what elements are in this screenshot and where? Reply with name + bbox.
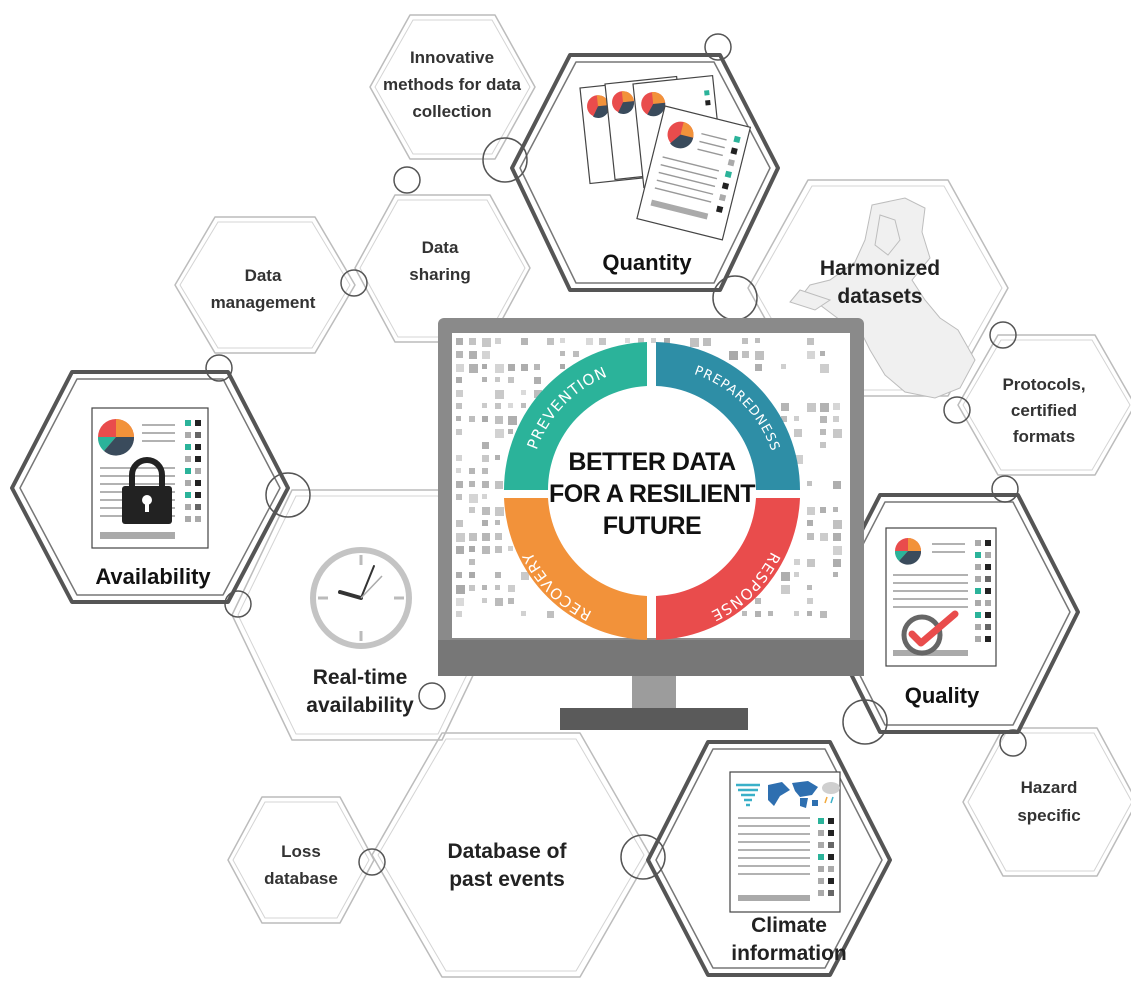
label-protocols-2: certified [1011,401,1077,420]
hex-data-sharing [354,194,531,343]
connector-circle [482,137,528,183]
center-title-line2: FOR A RESILIENT [549,480,755,508]
label-climate-1: Climate [751,914,827,937]
phase-recovery [504,498,647,640]
label-quantity: Quantity [602,250,692,275]
label-protocols-3: formats [1013,427,1075,446]
rain-cloud-icon [822,782,840,804]
label-climate-2: information [731,942,847,965]
connector-circle [991,475,1019,503]
label-data-sharing-2: sharing [409,265,470,284]
label-hazard-1: Hazard [1021,778,1078,797]
clock-icon [310,547,412,649]
connector-circle [943,396,971,424]
hex-innovative [369,14,536,160]
connector-circle [704,33,732,61]
world-map-icon [768,781,818,808]
label-availability: Availability [95,564,211,589]
europe-map-icon [789,197,976,399]
center-title-line3: FUTURE [603,512,701,540]
label-innovative-1: Innovative [410,48,494,67]
quality-document-icon [885,527,997,667]
connector-circle [989,321,1017,349]
connector-circle [620,834,666,880]
label-innovative-3: collection [412,102,491,121]
label-loss-1: Loss [281,842,321,861]
climate-document-icon [729,771,841,913]
connector-circle [999,729,1027,757]
label-harmonized-2: datasets [837,285,922,308]
label-data-management-2: management [211,293,316,312]
locked-document-icon [91,407,209,549]
connector-circle [358,848,386,876]
label-realtime-1: Real-time [313,666,408,689]
phase-prevention [503,342,647,490]
connector-circle [224,590,252,618]
label-hazard-2: specific [1017,806,1080,825]
connector-circle [393,166,421,194]
label-harmonized-1: Harmonized [820,257,940,280]
phase-preparedness [656,342,800,490]
connector-circle [205,354,233,382]
tornado-icon [736,783,760,807]
phase-response [656,498,800,640]
hex-loss [227,796,375,924]
hex-hazard [962,727,1131,877]
monitor-stand [560,708,748,730]
hex-data-management [174,216,356,354]
connector-circle [712,275,758,321]
pixel-pattern [456,338,842,618]
hex-protocols [957,334,1131,476]
label-loss-2: database [264,869,338,888]
center-title-line1: BETTER DATA [568,448,736,476]
label-past-events-2: past events [449,868,565,891]
label-protocols-1: Protocols, [1002,375,1085,394]
lock-icon [122,457,172,524]
label-data-sharing-1: Data [422,238,459,257]
label-realtime-2: availability [306,694,414,717]
stacked-documents-icon [579,74,752,241]
connector-circle [340,269,368,297]
checkmark-icon [901,610,959,656]
connector-circle [265,472,311,518]
connector-circle [842,699,888,745]
label-data-management-1: Data [245,266,282,285]
label-innovative-2: methods for data [383,75,521,94]
label-past-events-1: Database of [447,840,567,863]
connector-circle [418,682,446,710]
label-quality: Quality [905,683,980,708]
